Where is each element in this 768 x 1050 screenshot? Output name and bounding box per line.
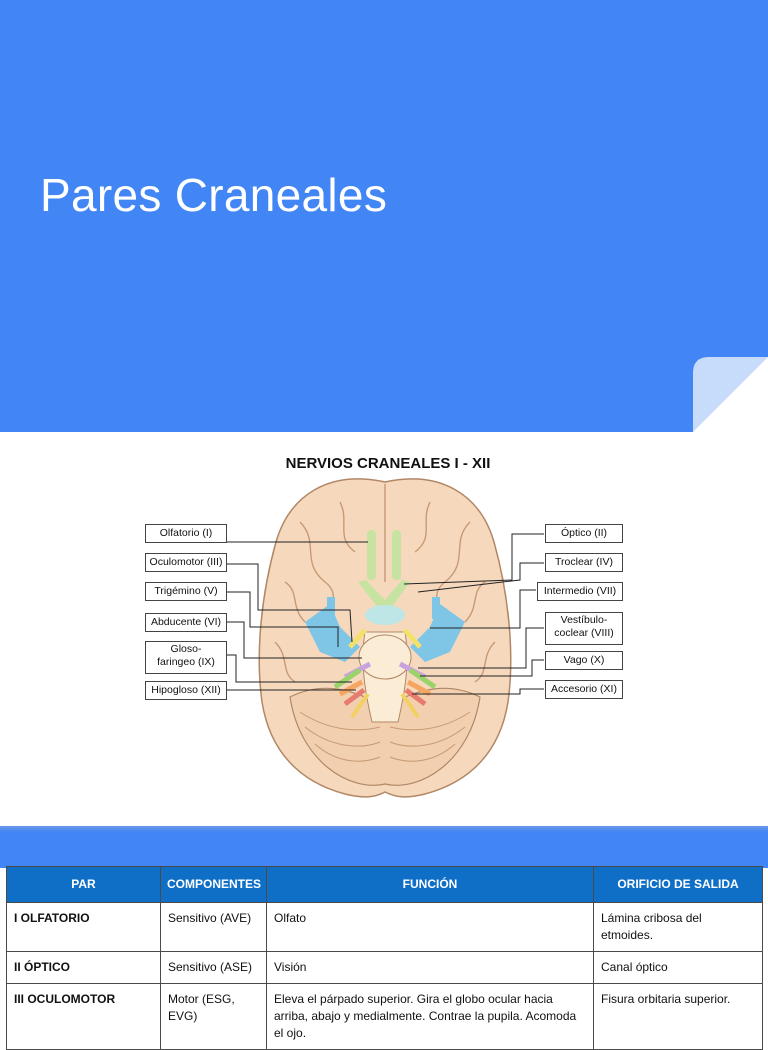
cell-par: III OCULOMOTOR — [6, 983, 161, 1050]
label-vago: Vago (X) — [545, 651, 623, 670]
page-fold-corner — [693, 357, 768, 432]
label-glosofaringeo: Gloso- faringeo (IX) — [145, 641, 227, 674]
label-abducente: Abducente (VI) — [145, 613, 227, 632]
cell-orificio: Fisura orbitaria superior. — [593, 983, 763, 1050]
table-row: III OCULOMOTOR Motor (ESG, EVG) Eleva el… — [6, 983, 763, 1050]
cerebellum-folia — [299, 711, 471, 762]
table-header-row: PAR COMPONENTES FUNCIÓN ORIFICIO DE SALI… — [6, 866, 763, 903]
brain-illustration — [226, 478, 544, 798]
header-funcion: FUNCIÓN — [266, 866, 594, 903]
cell-funcion: Visión — [266, 951, 594, 984]
oculomotor-nerves — [348, 628, 422, 649]
cranial-nerves-figure: NERVIOS CRANEALES I - XII — [0, 432, 768, 826]
connector-lines — [226, 533, 544, 695]
label-glosofaringeo-line1: Gloso- — [170, 643, 202, 655]
label-vestibulo-line1: Vestíbulo- — [560, 614, 608, 626]
cell-componentes: Sensitivo (AVE) — [160, 902, 267, 952]
label-accesorio: Accesorio (XI) — [545, 680, 623, 699]
cell-par: II ÓPTICO — [6, 951, 161, 984]
blue-nerve-left — [327, 597, 335, 619]
pituitary — [365, 605, 405, 625]
header-par: PAR — [6, 866, 161, 903]
table-row: II ÓPTICO Sensitivo (ASE) Visión Canal ó… — [6, 951, 763, 984]
cell-componentes: Sensitivo (ASE) — [160, 951, 267, 984]
facial-nerves — [333, 667, 437, 690]
figure-title: NERVIOS CRANEALES I - XII — [285, 455, 491, 472]
label-intermedio: Intermedio (VII) — [537, 582, 623, 601]
cell-funcion: Olfato — [266, 902, 594, 952]
olfactory-tract-left — [367, 530, 376, 580]
label-vestibulo-line2: coclear (VIII) — [554, 627, 614, 639]
label-troclear: Troclear (IV) — [545, 553, 623, 572]
label-oculomotor: Oculomotor (III) — [145, 553, 227, 572]
cell-componentes: Motor (ESG, EVG) — [160, 983, 267, 1050]
label-vestibulococlear: Vestíbulo- coclear (VIII) — [545, 612, 623, 645]
cell-par: I OLFATORIO — [6, 902, 161, 952]
slide-title: Pares Craneales — [40, 169, 388, 221]
optic-chiasm — [358, 580, 410, 617]
pons — [358, 634, 412, 680]
blue-nerve-right — [432, 597, 440, 619]
cell-funcion: Eleva el párpado superior. Gira el globo… — [266, 983, 594, 1050]
cell-orificio: Lámina cribosa del etmoides. — [593, 902, 763, 952]
trigeminal-right — [410, 604, 465, 662]
vagus-nerves — [343, 687, 427, 707]
hypoglossal-nerves — [350, 692, 420, 719]
olfactory-tract-right — [392, 530, 401, 580]
label-optico: Óptico (II) — [545, 524, 623, 543]
header-componentes: COMPONENTES — [160, 866, 267, 903]
label-glosofaringeo-line2: faringeo (IX) — [157, 656, 215, 668]
label-olfatorio: Olfatorio (I) — [145, 524, 227, 543]
next-slide-background — [0, 826, 768, 868]
glossopharyngeal-nerves — [338, 679, 432, 697]
trigeminal-left — [305, 604, 360, 662]
cell-orificio: Canal óptico — [593, 951, 763, 984]
label-hipogloso: Hipogloso (XII) — [145, 681, 227, 700]
cranial-nerves-table: PAR COMPONENTES FUNCIÓN ORIFICIO DE SALI… — [6, 866, 763, 1050]
label-trigemino: Trigémino (V) — [145, 582, 227, 601]
header-orificio: ORIFICIO DE SALIDA — [593, 866, 763, 903]
title-slide: Pares Craneales — [0, 0, 768, 432]
table-row: I OLFATORIO Sensitivo (AVE) Olfato Lámin… — [6, 902, 763, 952]
